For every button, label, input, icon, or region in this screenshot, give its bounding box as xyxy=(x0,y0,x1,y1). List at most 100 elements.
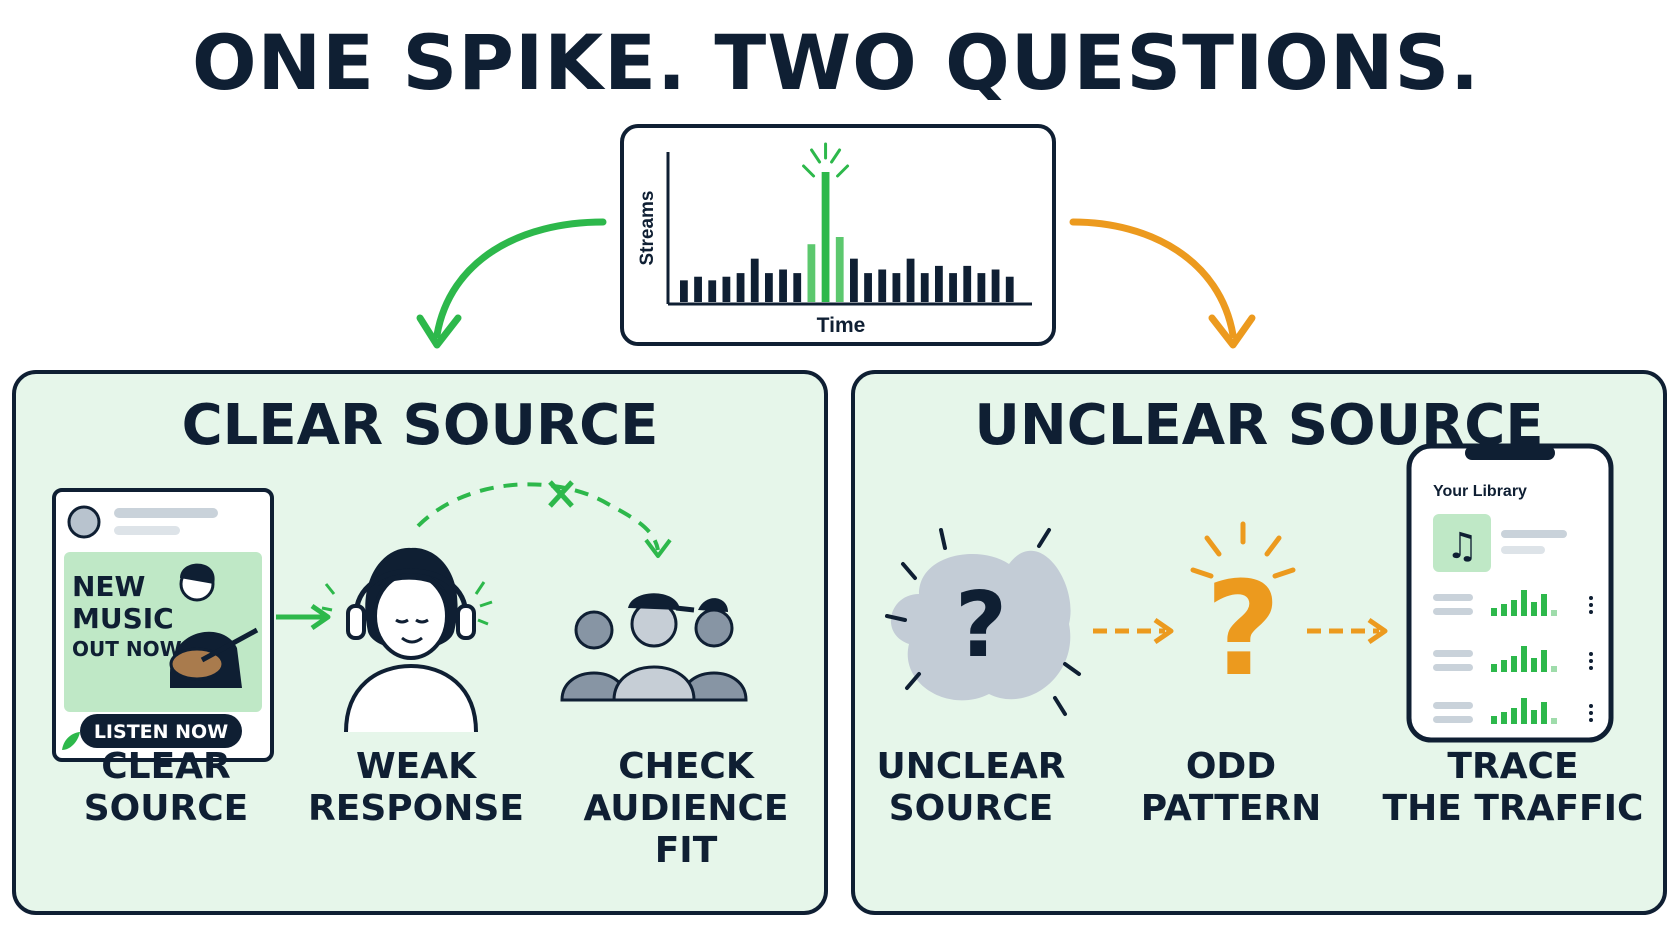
chart-bar xyxy=(864,273,872,302)
chart-bar xyxy=(1005,276,1014,302)
panel-title-clear-source: CLEAR SOURCE xyxy=(181,393,659,458)
chart-bar xyxy=(736,273,745,302)
chart-bar xyxy=(892,273,901,302)
leaf-icon xyxy=(62,732,80,750)
more-dots-icon xyxy=(1589,610,1593,614)
social-ad-card: NEW MUSIC OUT NOW LISTEN NOW xyxy=(52,488,274,762)
spike-chart: Streams Time xyxy=(637,142,1032,337)
spike-ray xyxy=(830,148,842,164)
more-dots-icon xyxy=(1589,666,1593,670)
activity-bar xyxy=(1501,604,1507,616)
chart-bar xyxy=(680,280,688,302)
odd-pattern-question-icon: ? xyxy=(1190,521,1296,705)
chart-bar xyxy=(779,269,787,302)
activity-bar xyxy=(1491,608,1497,616)
arrow-to-unclear-source xyxy=(1069,218,1237,339)
chart-bar xyxy=(935,265,943,302)
orange-question-mark-icon: ? xyxy=(1205,553,1280,705)
activity-bar xyxy=(1531,658,1537,672)
chart-bar xyxy=(765,273,773,302)
chart-bar xyxy=(750,258,759,302)
chart-bar xyxy=(722,276,731,302)
activity-bar xyxy=(1541,702,1547,724)
activity-bar xyxy=(1531,602,1537,616)
cloud-to-pattern-arrow xyxy=(1093,617,1174,645)
library-row[interactable] xyxy=(1433,698,1593,724)
y-axis-label: Streams xyxy=(637,191,658,266)
x-axis-label: Time xyxy=(817,314,866,337)
activity-bar xyxy=(1541,594,1547,616)
listen-now-button[interactable]: LISTEN NOW xyxy=(80,714,242,748)
phone-library-icon: Your Library ♫ xyxy=(1406,443,1614,743)
chart-bar xyxy=(906,258,915,302)
chart-bar xyxy=(991,269,1000,302)
activity-bar xyxy=(1511,708,1517,724)
activity-bar xyxy=(1511,656,1517,672)
your-library-label: Your Library xyxy=(1433,483,1527,500)
chart-bar xyxy=(949,273,957,302)
activity-bar xyxy=(1521,646,1527,672)
chart-bar xyxy=(977,273,986,302)
bars xyxy=(680,172,1014,302)
library-rows xyxy=(1433,590,1593,724)
more-dots-icon xyxy=(1589,652,1593,656)
chart-bar xyxy=(963,265,972,302)
activity-bar xyxy=(1551,610,1557,616)
activity-bar xyxy=(1541,650,1547,672)
activity-bar xyxy=(1521,698,1527,724)
ad-headline-line-1: NEW xyxy=(72,570,146,603)
more-dots-icon xyxy=(1589,659,1593,663)
more-dots-icon xyxy=(1589,704,1593,708)
unclear-source-cloud-icon: ? xyxy=(885,528,1081,716)
library-row[interactable] xyxy=(1433,646,1593,672)
spike-ray xyxy=(810,148,822,164)
chart-bar xyxy=(850,258,858,302)
activity-bar xyxy=(1491,716,1497,724)
chart-bar xyxy=(708,280,717,302)
chart-bar xyxy=(835,237,844,302)
arrowhead-to-clear-source xyxy=(416,314,462,349)
audience-group-icon xyxy=(560,593,748,702)
question-mark-icon: ? xyxy=(955,573,1007,678)
headphone-listener-icon xyxy=(321,547,493,733)
spike-ray xyxy=(836,164,850,178)
clear-source-panel: CLEAR SOURCE NEW MUSIC OUT NOW LISTEN NO… xyxy=(12,370,828,915)
pattern-to-phone-arrow xyxy=(1307,617,1388,645)
arrow-to-clear-source xyxy=(433,218,607,339)
activity-bar xyxy=(1531,710,1537,724)
chart-bar xyxy=(807,244,816,302)
chart-bar xyxy=(694,276,702,302)
ad-to-listener-arrow xyxy=(276,603,331,631)
library-row[interactable] xyxy=(1433,590,1593,616)
guitarist-illustration xyxy=(169,563,259,688)
more-dots-icon xyxy=(1589,711,1593,715)
activity-bar xyxy=(1501,712,1507,724)
chart-bar xyxy=(878,269,887,302)
ad-headline-line-2: MUSIC xyxy=(72,602,174,635)
chart-bar xyxy=(920,273,929,302)
arrowhead-to-unclear-source xyxy=(1208,314,1256,349)
spike-ray xyxy=(802,164,816,178)
more-dots-icon xyxy=(1589,596,1593,600)
more-dots-icon xyxy=(1589,718,1593,722)
avatar xyxy=(67,505,101,539)
music-note-icon: ♫ xyxy=(1446,526,1478,567)
activity-bar xyxy=(1521,590,1527,616)
chart-bar xyxy=(793,273,802,302)
activity-bar xyxy=(1551,666,1557,672)
chart-bar xyxy=(821,172,830,302)
activity-bar xyxy=(1501,660,1507,672)
x-mark-icon xyxy=(548,480,574,508)
activity-bar xyxy=(1511,600,1517,616)
failed-conversion-arc xyxy=(416,480,672,558)
spike-chart-card: Streams Time xyxy=(620,124,1056,346)
more-dots-icon xyxy=(1589,603,1593,607)
activity-bar xyxy=(1491,664,1497,672)
ad-headline-line-3: OUT NOW xyxy=(72,637,182,661)
